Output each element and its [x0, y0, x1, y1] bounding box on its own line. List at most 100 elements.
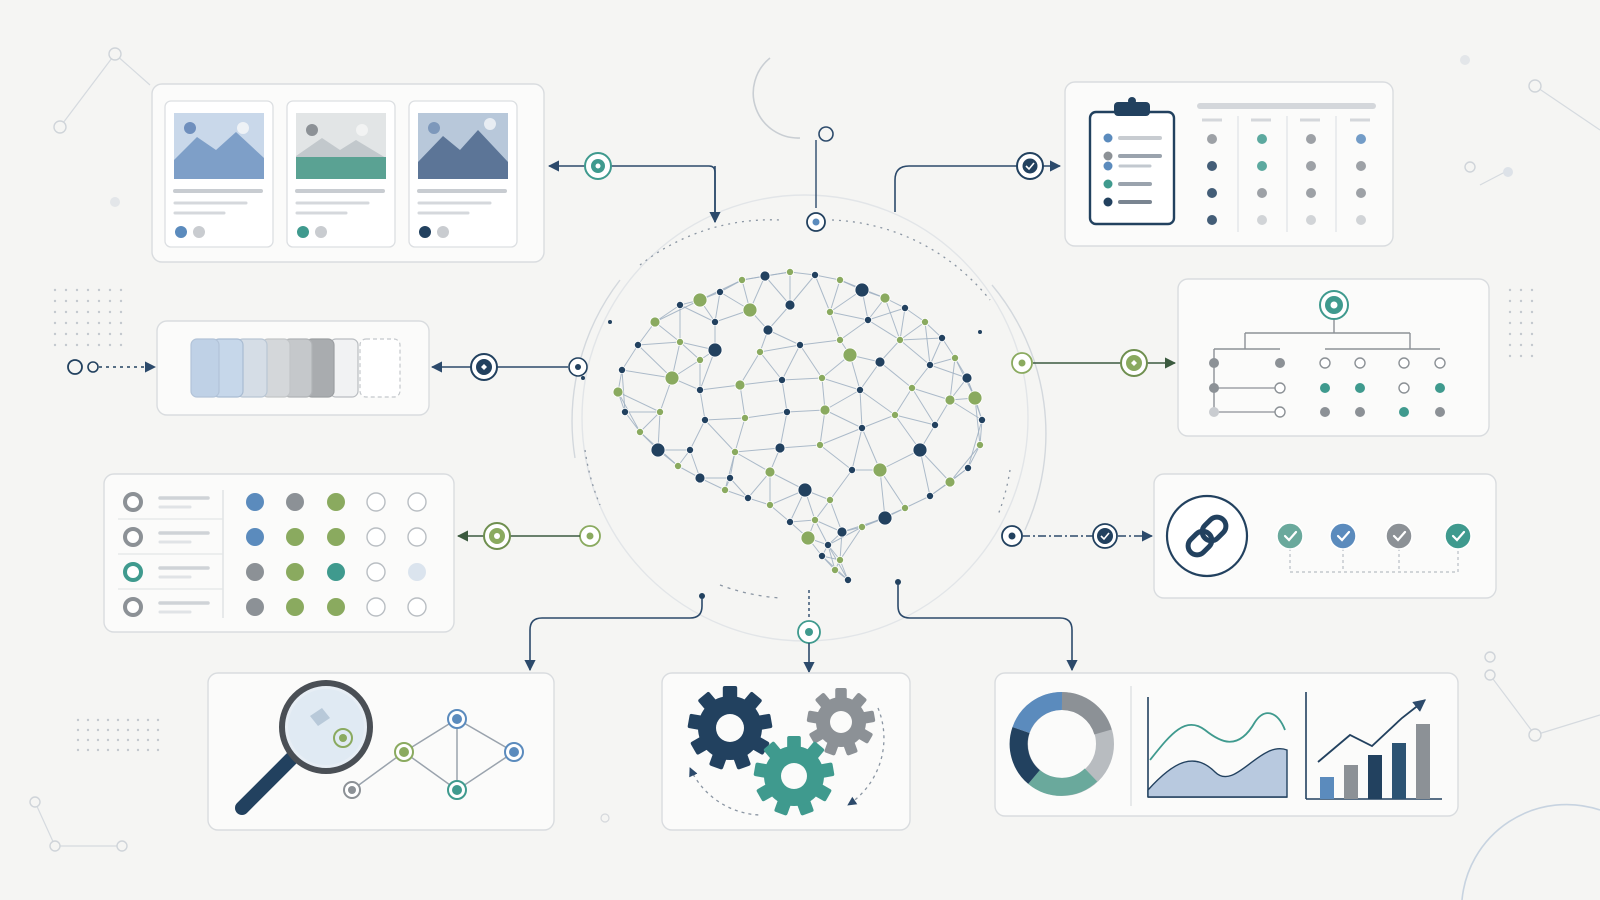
network-edge	[899, 321, 926, 341]
network-edge	[861, 414, 896, 429]
landscape-icon	[296, 157, 386, 179]
network-node	[826, 307, 835, 316]
area-chart-icon	[1147, 697, 1288, 798]
network-edge	[861, 427, 881, 471]
network-edge	[879, 469, 906, 509]
network-edge	[829, 311, 841, 341]
network-edge	[929, 337, 943, 366]
network-edge	[814, 519, 829, 546]
network-edge	[867, 319, 901, 341]
connector-image-gallery	[547, 152, 721, 224]
network-edge	[699, 384, 741, 391]
network-node	[756, 347, 765, 356]
tree-node	[1398, 382, 1410, 394]
magnifier-icon	[235, 680, 373, 815]
module-search-graph[interactable]	[207, 672, 555, 831]
network-node	[721, 485, 730, 494]
row-marker	[123, 492, 143, 512]
network-edge	[781, 379, 788, 413]
network-node	[701, 415, 710, 424]
network-node	[811, 516, 820, 525]
network-edge	[867, 307, 906, 321]
gears-icon	[687, 686, 876, 816]
tree-node	[1319, 357, 1331, 369]
network-edge	[894, 387, 913, 416]
network-edge	[899, 307, 906, 341]
donut-chart-icon	[1009, 691, 1114, 796]
network-edge	[859, 389, 863, 429]
network-edge	[724, 489, 749, 499]
network-node	[742, 302, 758, 318]
network-edge	[924, 321, 931, 366]
network-node	[696, 355, 705, 364]
tree-node	[1355, 383, 1365, 393]
tree-node	[1275, 358, 1285, 368]
network-node	[901, 303, 910, 312]
network-edge	[819, 427, 863, 446]
network-edge	[621, 369, 673, 379]
network-edge	[884, 297, 901, 341]
network-edge	[851, 427, 863, 471]
network-edge	[637, 344, 673, 379]
status-dot	[1306, 161, 1316, 171]
check-icon	[1276, 522, 1304, 550]
dot-fields	[53, 288, 1534, 752]
module-analytics-charts[interactable]	[994, 672, 1459, 817]
image-card-1[interactable]	[164, 100, 274, 248]
image-card-2[interactable]	[286, 100, 396, 248]
network-edge	[911, 387, 936, 426]
network-node	[664, 370, 680, 386]
module-gear-process[interactable]	[661, 672, 911, 831]
matrix-dot	[286, 598, 304, 616]
network-node	[836, 556, 845, 565]
connector-analytics	[895, 579, 1078, 672]
network-edge	[839, 319, 869, 341]
clipboard-status-grid	[1207, 134, 1366, 225]
network-node	[976, 440, 985, 449]
module-link-checks[interactable]	[1153, 473, 1497, 599]
network-node	[951, 353, 960, 362]
bar-chart-icon	[1305, 692, 1442, 800]
connectors	[67, 126, 1177, 674]
network-edge	[967, 444, 981, 469]
network-edge	[894, 414, 936, 426]
network-edge	[974, 397, 981, 446]
module-image-gallery[interactable]	[151, 83, 545, 263]
module-clipboard-table[interactable]	[1064, 81, 1394, 247]
network-edge	[967, 419, 983, 469]
network-node	[816, 440, 825, 449]
network-edge	[704, 419, 736, 453]
network-node	[978, 415, 987, 424]
network-node	[676, 337, 685, 346]
connector-top	[806, 126, 834, 232]
network-edge	[729, 477, 749, 499]
network-node	[766, 500, 775, 509]
matrix-dot	[407, 597, 427, 617]
network-edge	[789, 271, 816, 276]
network-node	[676, 300, 685, 309]
network-node	[938, 333, 947, 342]
status-dot	[1257, 161, 1267, 171]
network-edge	[814, 499, 831, 521]
network-edge	[827, 544, 836, 571]
network-edge	[781, 377, 823, 381]
network-edge	[719, 279, 743, 293]
module-dot-matrix[interactable]	[103, 473, 455, 633]
module-gradient-strip[interactable]	[156, 320, 430, 416]
tree-node	[1435, 407, 1445, 417]
tree-icon	[1213, 290, 1440, 413]
network-node	[944, 394, 956, 406]
module-hierarchy-tree[interactable]	[1177, 278, 1490, 437]
image-card-3[interactable]	[408, 100, 518, 248]
brain-network-edges	[617, 271, 983, 581]
network-node	[926, 360, 935, 369]
network-node	[696, 385, 705, 394]
matrix-dot	[327, 598, 345, 616]
status-dot	[1356, 161, 1366, 171]
network-node	[778, 375, 787, 384]
color-swatches-icon	[190, 338, 401, 398]
status-dot	[1306, 215, 1316, 225]
status-dot	[1356, 188, 1366, 198]
brain-network-nodes	[612, 267, 987, 585]
